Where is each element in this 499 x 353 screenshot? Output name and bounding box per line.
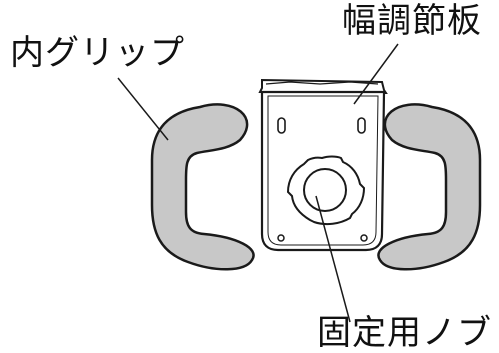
leader-width-plate [353,43,399,105]
right-slot [357,117,366,134]
bottom-left-hole [277,234,285,242]
plate-inner-outline [267,95,379,246]
plate-top-flange [258,78,388,95]
bottom-right-hole [360,234,368,242]
leader-inner-grip [117,77,169,141]
leader-fixing-knob [315,195,351,323]
label-inner-grip: 内グリップ [10,33,185,73]
left-grip [150,103,255,271]
left-slot [277,117,286,134]
label-width-plate: 幅調節板 [342,1,482,41]
right-grip [377,103,482,271]
fixing-knob-center [303,168,347,212]
plate-flange-detail [265,81,379,85]
label-fixing-knob: 固定用ノブ [317,313,492,353]
